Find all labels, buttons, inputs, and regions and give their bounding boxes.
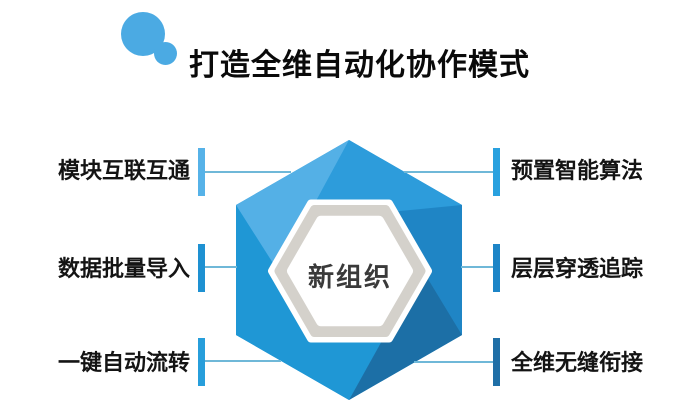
feature-label-right-3: 全维无缝衔接 <box>511 350 644 375</box>
blob-cloud-icon <box>121 12 181 67</box>
connector-line-right-2 <box>461 266 493 268</box>
hexagon-dark-facet <box>349 269 462 400</box>
feature-bar-left-3 <box>198 338 205 386</box>
feature-bar-right-2 <box>493 244 500 292</box>
feature-bar-right-1 <box>493 148 500 196</box>
page-title: 打造全维自动化协作模式 <box>189 49 530 83</box>
hexagon-light-facet <box>236 140 349 271</box>
feature-label-right-1: 预置智能算法 <box>511 158 644 183</box>
connector-line-right-3 <box>414 361 493 363</box>
feature-bar-right-3 <box>493 338 500 386</box>
feature-label-left-1: 模块互联互通 <box>57 158 190 183</box>
center-hexagon-label: 新组织 <box>307 262 392 292</box>
connector-line-left-3 <box>205 360 281 362</box>
feature-label-right-2: 层层穿透追踪 <box>511 256 644 281</box>
feature-bar-left-1 <box>198 148 205 196</box>
connector-line-left-2 <box>205 266 237 268</box>
feature-label-left-2: 数据批量导入 <box>57 256 190 281</box>
connector-line-left-1 <box>205 171 291 173</box>
inner-hex-center <box>287 215 413 327</box>
feature-label-left-3: 一键自动流转 <box>57 350 190 375</box>
feature-bar-left-2 <box>198 244 205 292</box>
blob-small-circle <box>154 42 177 65</box>
connector-line-right-1 <box>404 171 493 173</box>
